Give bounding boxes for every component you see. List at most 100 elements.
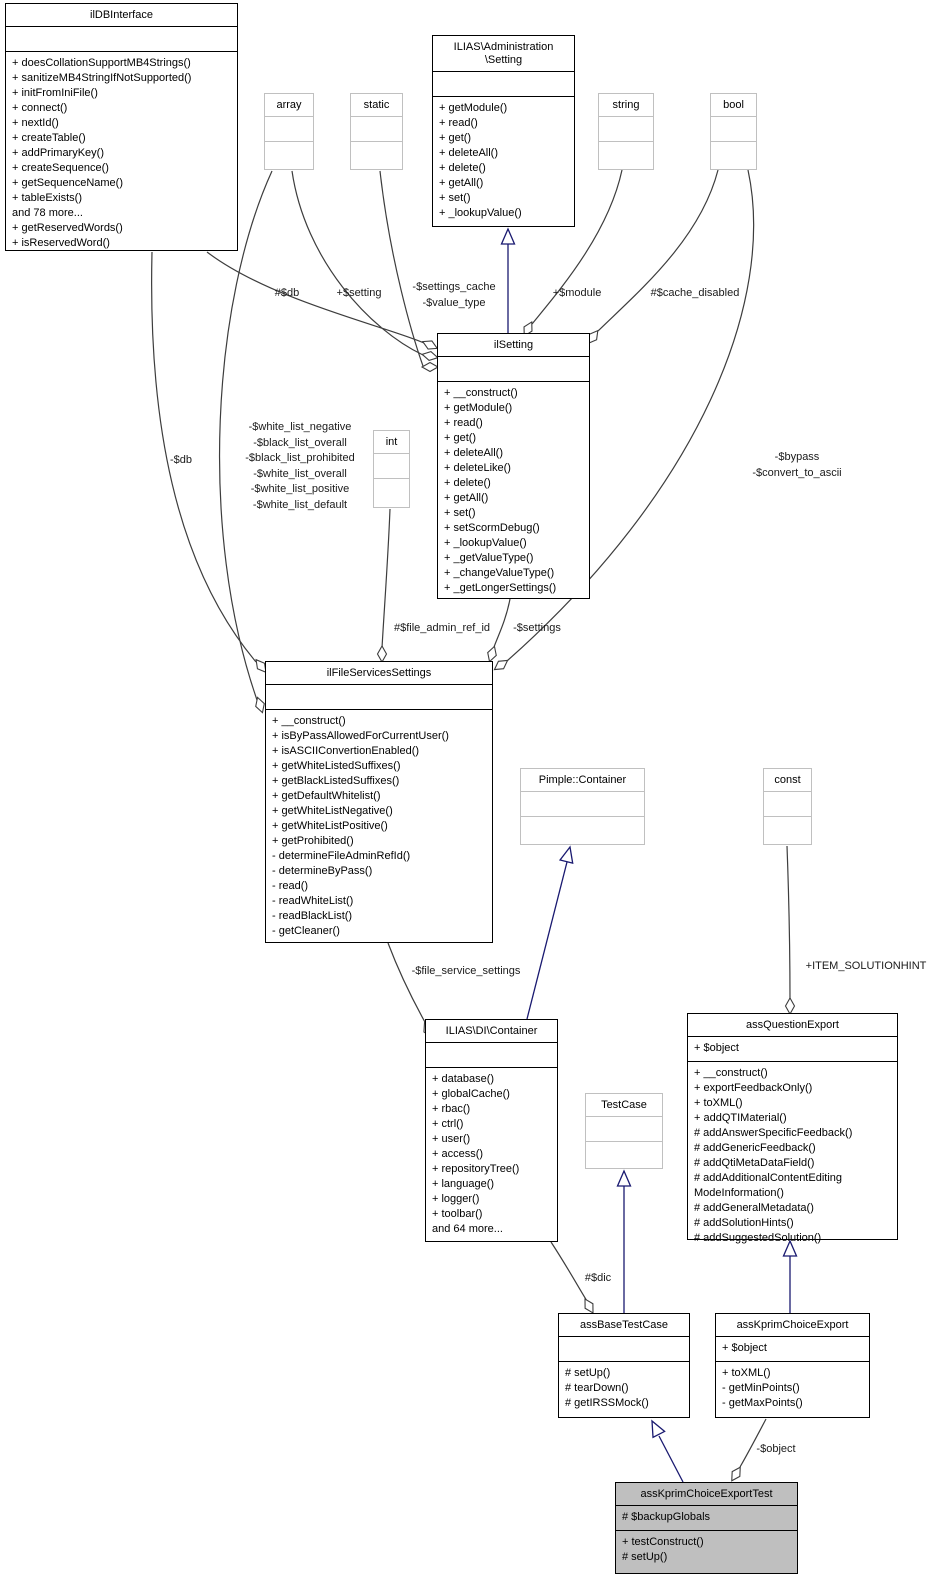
edge-db-to-ilsetting (206, 251, 425, 344)
class-title: ilDBInterface (90, 9, 153, 21)
edge-db-to-filesettings (151, 251, 257, 663)
class-attributes (764, 791, 811, 816)
class-attributes (426, 1042, 557, 1067)
class-title: bool (723, 99, 744, 111)
type-node-array: array (264, 93, 314, 170)
class-attributes (374, 453, 409, 478)
class-title: int (385, 436, 398, 448)
class-attributes (438, 356, 589, 381)
class-attributes (586, 1116, 662, 1141)
class-node-ilsetting[interactable]: ilSetting + __construct() + getModule() … (437, 333, 590, 599)
class-methods: + testConstruct() # setUp() (616, 1530, 797, 1573)
class-attributes (599, 116, 653, 141)
diamond-settings-cache (420, 361, 440, 373)
class-attributes (521, 791, 644, 816)
type-node-bool: bool (710, 93, 757, 170)
class-title: assKprimChoiceExport (736, 1319, 849, 1331)
arrow-basetestcase (651, 1419, 666, 1439)
edge-const-to-questionexport (786, 845, 791, 1001)
class-title: assQuestionExport (746, 1019, 839, 1031)
edge-label-db-ilsetting: #$db (274, 287, 300, 299)
class-node-ilias-di-container[interactable]: ILIAS\DI\Container + database() + global… (425, 1019, 558, 1242)
class-methods (374, 478, 409, 507)
edge-test-extends-basetestcase (658, 1435, 684, 1483)
class-methods (351, 141, 402, 169)
edge-label-bypass: -$bypass -$convert_to_ascii (752, 451, 842, 479)
type-node-int: int (373, 430, 410, 508)
edge-label-dic: #$dic (584, 1272, 612, 1284)
class-node-ildbinterface[interactable]: ilDBInterface + doesCollationSupportMB4S… (5, 3, 238, 251)
edge-container-extends-pimple (526, 861, 568, 1020)
edge-label-item-solutionhint: +ITEM_SOLUTIONHINT (805, 960, 927, 972)
class-title: static (363, 99, 390, 111)
edge-label-file-admin-ref-id: #$file_admin_ref_id (393, 622, 491, 634)
type-node-const: const (763, 768, 812, 845)
class-title: ilSetting (493, 339, 534, 351)
class-attributes (559, 1336, 689, 1361)
class-methods (265, 141, 313, 169)
class-node-asskprimchoiceexporttest-current: assKprimChoiceExportTest # $backupGlobal… (615, 1482, 798, 1574)
edge-label-cache-disabled: #$cache_disabled (650, 287, 740, 299)
type-node-pimple-container: Pimple::Container (520, 768, 645, 845)
edge-bool-to-ilsetting (597, 169, 719, 332)
class-methods: + doesCollationSupportMB4Strings() + san… (6, 51, 237, 255)
class-title: string (612, 99, 640, 111)
edge-ilsetting-to-filesettings (493, 598, 511, 648)
class-title: ILIAS\DI\Container (445, 1025, 538, 1037)
class-title: const (774, 774, 801, 786)
edge-label-db-filesettings: -$db (169, 454, 193, 466)
class-title: Pimple::Container (538, 774, 627, 786)
class-node-assbasetestcase[interactable]: assBaseTestCase # setUp() # tearDown() #… (558, 1313, 690, 1418)
class-methods: # setUp() # tearDown() # getIRSSMock() (559, 1361, 689, 1417)
edge-label-setting: +$setting (336, 287, 382, 299)
arrow-pimple (558, 845, 574, 864)
class-methods (521, 816, 644, 844)
class-attributes: + $object (688, 1036, 897, 1061)
class-attributes (711, 116, 756, 141)
class-methods (711, 141, 756, 169)
class-node-asskprimchoiceexport[interactable]: assKprimChoiceExport + $object + toXML()… (715, 1313, 870, 1418)
edge-label-file-service-settings: -$file_service_settings (411, 965, 521, 977)
class-title: TestCase (601, 1099, 647, 1111)
class-title: ILIAS\Administration \Setting (453, 41, 554, 66)
class-methods: + toXML() - getMinPoints() - getMaxPoint… (716, 1361, 869, 1417)
edge-label-object: -$object (756, 1443, 796, 1455)
class-node-ilfileservicessettings[interactable]: ilFileServicesSettings + __construct() +… (265, 661, 493, 943)
edge-label-white-lists: -$white_list_negative -$black_list_overa… (245, 421, 355, 511)
class-attributes (433, 71, 574, 96)
class-methods: + __construct() + exportFeedbackOnly() +… (688, 1061, 897, 1250)
class-title: assKprimChoiceExportTest (640, 1488, 773, 1500)
edge-int-to-filesettings (381, 508, 391, 649)
class-attributes (266, 684, 492, 709)
type-node-testcase: TestCase (585, 1093, 663, 1169)
class-methods (764, 816, 811, 844)
class-attributes (265, 116, 313, 141)
diamond-object (731, 1466, 741, 1482)
edge-label-module: +$module (552, 287, 602, 299)
class-title: assBaseTestCase (579, 1319, 669, 1331)
class-attributes: + $object (716, 1336, 869, 1361)
type-node-static: static (350, 93, 403, 170)
edge-static-to-ilsetting (379, 170, 424, 367)
edge-container-to-basetestcase (550, 1241, 588, 1302)
class-methods: + __construct() + isByPassAllowedForCurr… (266, 709, 492, 943)
arrow-setting (500, 227, 516, 245)
class-attributes (351, 116, 402, 141)
class-node-ilias-administration-setting[interactable]: ILIAS\Administration \Setting + getModul… (432, 35, 575, 227)
class-attributes (6, 26, 237, 51)
class-methods (586, 1141, 662, 1168)
edge-filesettings-to-container (387, 942, 427, 1025)
class-methods (599, 141, 653, 169)
edge-label-settings-fss: -$settings (513, 622, 561, 634)
type-node-string: string (598, 93, 654, 170)
diamond-bypass (493, 659, 509, 671)
class-methods: + getModule() + read() + get() + deleteA… (433, 96, 574, 226)
edge-label-settings-cache: -$settings_cache -$value_type (412, 281, 496, 309)
class-node-assquestionexport[interactable]: assQuestionExport + $object + __construc… (687, 1013, 898, 1244)
diamond-file-admin-ref-id (376, 644, 388, 664)
class-methods: + __construct() + getModule() + read() +… (438, 381, 589, 600)
edge-array-to-ilsetting (291, 170, 424, 356)
arrow-testcase (616, 1169, 632, 1187)
class-title: ilFileServicesSettings (326, 667, 432, 679)
